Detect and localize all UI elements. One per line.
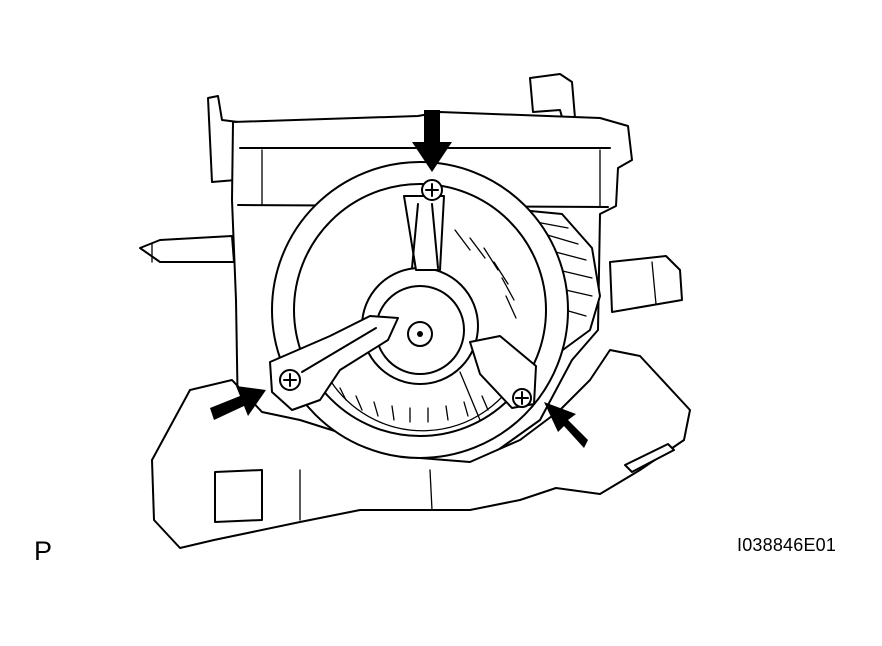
screw-icon bbox=[421, 179, 443, 201]
screw-icon bbox=[512, 388, 532, 408]
screw-icon bbox=[279, 369, 301, 391]
view-letter-label: P bbox=[34, 536, 53, 566]
blower-motor-flange bbox=[269, 161, 569, 459]
figure-id-label: I038846E01 bbox=[737, 535, 837, 555]
arrow-icon bbox=[210, 386, 266, 420]
arrow-icon bbox=[544, 402, 588, 448]
arrow-icon bbox=[412, 110, 452, 172]
